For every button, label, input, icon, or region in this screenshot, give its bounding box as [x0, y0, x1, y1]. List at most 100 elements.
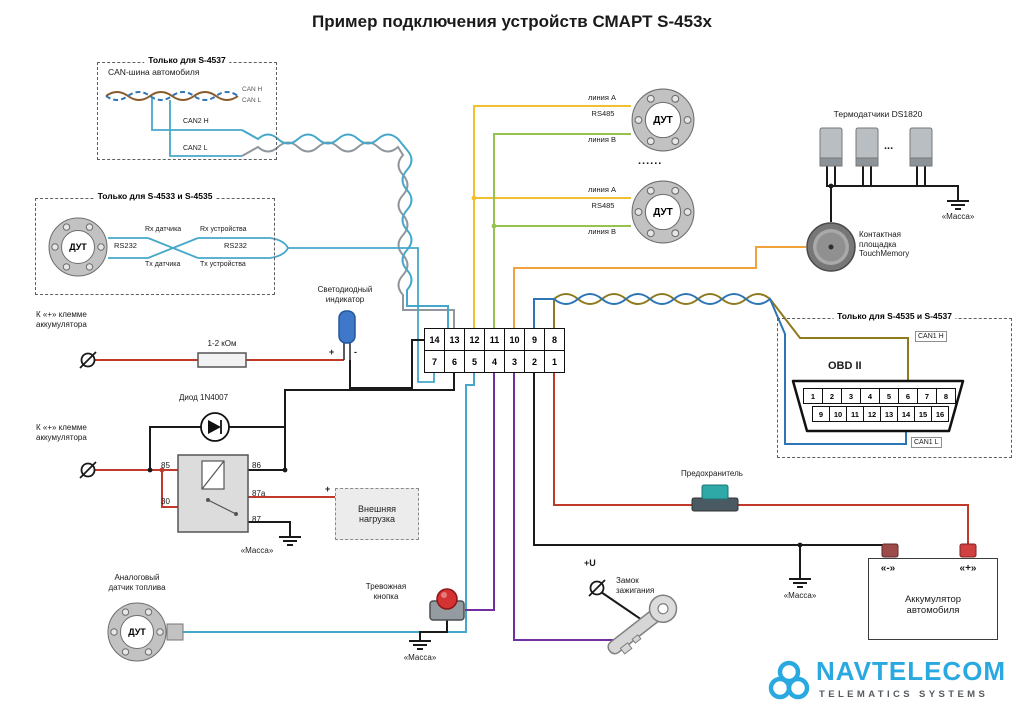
pin-cell: 14 [897, 406, 915, 422]
rs232-sensor-label: RS232 [114, 241, 137, 250]
rs232-box: Только для S-4533 и S-4535 [35, 191, 275, 295]
touchmemory-line2: площадка [859, 239, 897, 249]
pin-cell: 4 [484, 350, 505, 373]
terminal-icon [79, 351, 606, 597]
dut2-line-b-label: линия B [587, 227, 617, 236]
pin-cell: 9 [524, 328, 545, 351]
battery-name: Аккумулятор автомобиля [868, 594, 998, 617]
pin-cell: 3 [504, 350, 525, 373]
can1-h-tag: CAN1 H [915, 331, 947, 343]
rs232-box-title: Только для S-4533 и S-4535 [93, 191, 217, 201]
fuse-label: Предохранитель [681, 469, 743, 478]
car-battery [868, 558, 998, 640]
relay-body [177, 454, 249, 533]
ignition-u-label: +U [584, 558, 596, 568]
analog-fuel-line1: Аналоговый [114, 573, 160, 582]
navtelecom-tagline: TELEMATICS SYSTEMS [819, 689, 989, 700]
massa-label-battery: «Масса» [783, 591, 817, 600]
dut-dots: ...... [638, 155, 663, 167]
external-load-box: Внешняя нагрузка [335, 488, 419, 540]
dut-label: ДУТ [653, 114, 673, 126]
fuel-sensor-wire [183, 372, 475, 633]
battery-terminals [881, 543, 977, 558]
obd-can1h-wire [553, 293, 909, 387]
page-title: Пример подключения устройств СМАРТ S-453… [312, 12, 712, 31]
resistor-label: 1-2 кОм [207, 339, 237, 348]
flange-icon [48, 217, 108, 277]
power-terminal-line1: К «+» клемме [36, 310, 87, 319]
can-twisted-gray-strand [241, 141, 455, 328]
led-label-line2: индикатор [325, 294, 365, 304]
can-l-label: CAN L [242, 97, 262, 104]
resistor-symbol [197, 352, 247, 368]
tx-sensor-label: Tx датчика [145, 261, 181, 268]
diode-symbol [200, 412, 230, 442]
dut2-line-a-label: линия A [587, 185, 617, 194]
external-load-line1: Внешняя [358, 504, 396, 514]
power-terminal-label-2: К «+» клемме аккумулятора [36, 423, 87, 442]
pin-cell: 13 [880, 406, 898, 422]
can2l-wire [169, 100, 242, 157]
pin-cell: 1 [544, 350, 565, 373]
touchmemory-line3: TouchMemory [859, 249, 910, 259]
rx-sensor-label: Rx датчика [145, 226, 182, 233]
pin-cell: 2 [822, 388, 842, 404]
can-h-label: CAN H [242, 86, 263, 93]
ignition-wire [513, 372, 622, 641]
thermo-dots: ... [884, 140, 894, 152]
power-terminal-label-1: К «+» клемме аккумулятора [36, 310, 87, 329]
pin-cell: 10 [829, 406, 847, 422]
rs485-line-b-wire [493, 133, 631, 329]
can-bus-brown-wire [105, 91, 239, 101]
relay-pin-85: 85 [161, 461, 170, 470]
fuel-sensor-stub [166, 623, 184, 641]
pin-cell: 13 [444, 328, 465, 351]
analog-fuel-line2: датчик топлива [108, 582, 166, 592]
ignition-line1: Замок [616, 576, 639, 585]
obd-box: Только для S-4535 и S-4537 [777, 311, 1012, 458]
pin-cell: 2 [524, 350, 545, 373]
dut2-rs485-label: RS485 [591, 201, 615, 210]
ignition-line2: зажигания [616, 585, 655, 595]
can2-h-label: CAN2 H [183, 118, 209, 125]
onewire-orange-wire [513, 246, 806, 329]
tx-device-label: Tx устройства [200, 261, 246, 268]
obd-box-title: Только для S-4535 и S-4537 [833, 311, 956, 321]
alarm-button-line1: Тревожная [365, 582, 407, 591]
led-label: Светодиодный индикатор [303, 285, 387, 304]
flange-icon [107, 602, 167, 662]
pin-cell: 8 [936, 388, 956, 404]
ignition-key [607, 594, 678, 655]
pin-cell: 11 [484, 328, 505, 351]
pin-cell: 4 [860, 388, 880, 404]
relay-pin-86: 86 [252, 461, 261, 470]
ignition-label: Замок зажигания [616, 576, 654, 595]
led-minus-label: - [354, 347, 357, 357]
pin-cell: 8 [544, 328, 565, 351]
flange-icon [631, 180, 695, 244]
pin-cell: 7 [917, 388, 937, 404]
pin-cell: 10 [504, 328, 525, 351]
rs232-device-label: RS232 [224, 241, 247, 250]
pin-cell: 3 [841, 388, 861, 404]
can-twisted-cyan-strand [241, 129, 449, 328]
flange-icon [631, 88, 695, 152]
alarm-button-wire [465, 372, 495, 611]
rx-device-label: Rx устройства [200, 226, 247, 233]
pin-cell: 15 [914, 406, 932, 422]
touchmemory-label: Контактная площадка TouchMemory [859, 230, 909, 259]
obd-can1l-wire [533, 293, 907, 445]
can-box-title: Только для S-4537 [144, 55, 230, 65]
diode-label: Диод 1N4007 [179, 393, 229, 402]
dut1-line-b-label: линия B [587, 135, 617, 144]
battery-name-line1: Аккумулятор [904, 594, 962, 605]
pin-cell: 1 [803, 388, 823, 404]
battery-minus-label: «-» [880, 563, 896, 574]
pin-cell: 14 [424, 328, 445, 351]
navtelecom-logo-text: NAVTELECOM [816, 656, 1007, 686]
black-wires [149, 166, 959, 640]
